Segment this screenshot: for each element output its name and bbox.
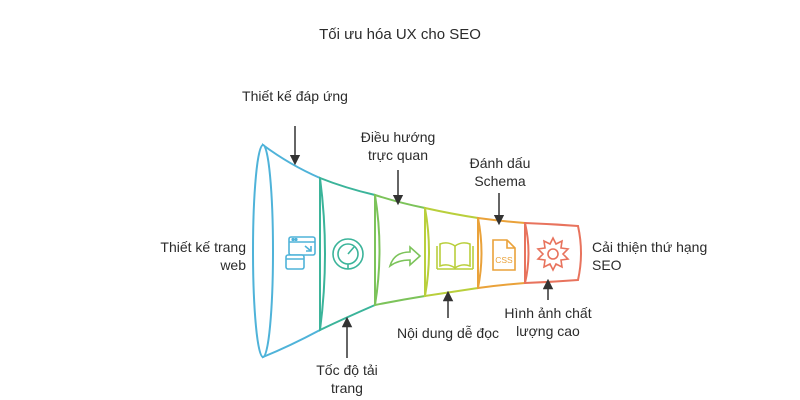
output-label: Cải thiện thứ hạng SEO [592, 239, 708, 273]
funnel-segment-4 [424, 206, 479, 298]
speedometer-icon [332, 238, 364, 270]
gear-icon [536, 236, 570, 272]
curved-arrow-icon [388, 245, 422, 269]
stage-label-3: Điều hướng trực quan [360, 129, 436, 163]
stage-label-1: Thiết kế đáp ứng [242, 88, 348, 104]
open-book-icon [436, 242, 474, 270]
stage-label-4: Nội dung dễ đọc [397, 325, 499, 341]
input-label: Thiết kế trang web [160, 239, 246, 273]
funnel-segment-1 [252, 143, 321, 359]
funnel-segment-2 [319, 176, 376, 332]
funnel-segment-5 [477, 216, 526, 290]
funnel-segment-3 [374, 193, 426, 307]
stage-label-5: Đánh dấu Schema [469, 155, 531, 189]
css-file-icon: CSS [492, 239, 516, 271]
responsive-layout-icon [285, 236, 316, 270]
diagram-title: Tối ưu hóa UX cho SEO [319, 26, 481, 43]
stage-label-6: Hình ảnh chất lượng cao [504, 305, 592, 339]
stage-label-2: Tốc độ tải trang [316, 362, 378, 396]
svg-text:CSS: CSS [495, 255, 513, 265]
funnel-segment-6 [524, 221, 582, 285]
